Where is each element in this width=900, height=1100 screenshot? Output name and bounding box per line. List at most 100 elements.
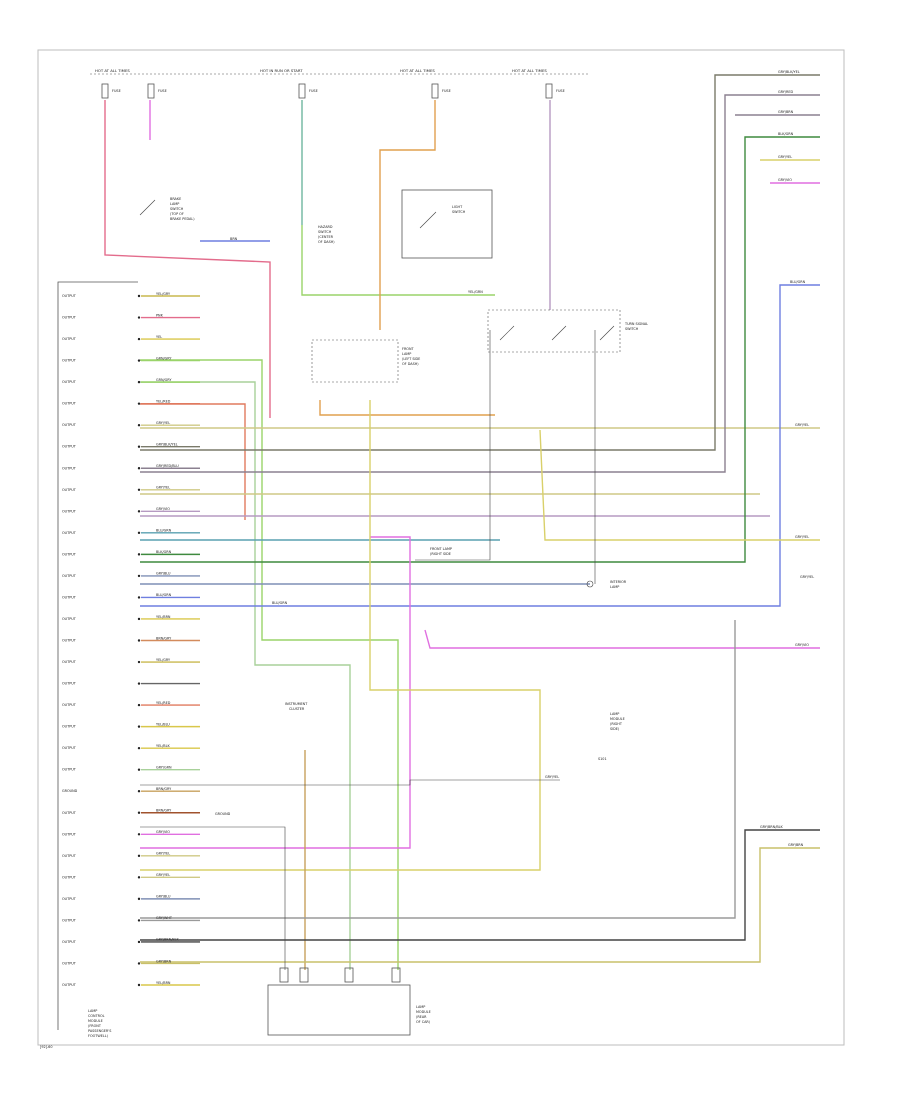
pin-dot [137, 596, 141, 599]
bottom-module-label-1: LAMP [416, 1005, 425, 1009]
pin-dot [137, 940, 141, 944]
pin-dot [137, 316, 141, 319]
wire-green-1 [140, 359, 399, 970]
pin-wire-code: YEL/BRN [156, 615, 171, 619]
pin-label: OUTPUT [62, 854, 77, 858]
pin-dot [137, 380, 141, 384]
splice-label: S101 [598, 757, 607, 761]
pin-wire-code: BLK/GRN [156, 550, 172, 554]
right-conn-3: GRY/BRN [778, 110, 794, 114]
wire-orange [379, 100, 436, 330]
wire-gray-row-2 [140, 94, 820, 473]
bottom-module-label-3: (REAR [416, 1015, 427, 1019]
fuse-2 [147, 83, 155, 99]
pin-wire-code: YEL/RED [156, 399, 171, 403]
pin-dot [137, 531, 141, 535]
pin-label: OUTPUT [62, 552, 77, 556]
pin-label: OUTPUT [62, 337, 77, 341]
pin-label: OUTPUT [62, 832, 77, 836]
fuse-label-1: FUSE [112, 89, 121, 93]
module-pin-row: OUTPUT [62, 682, 200, 686]
pin-label: OUTPUT [62, 746, 77, 750]
light-switch-label-2: SWITCH [452, 210, 466, 214]
module-name-4: (FRONT [88, 1024, 102, 1028]
right-conn-12: GRY/BRN/BLK [760, 825, 784, 829]
wire-pink [104, 100, 271, 418]
bottom-lamp-module: LAMP MODULE (REAR OF CAR) [267, 967, 431, 1036]
pin-label: OUTPUT [62, 703, 77, 707]
pin-dot [137, 833, 141, 836]
front-lamp-label-2: LAMP [402, 352, 411, 356]
pin-wire-code: YEL/BRN [156, 981, 171, 985]
pin-dot [137, 811, 141, 814]
brake-switch-label-2: LAMP [170, 202, 179, 206]
right-conn-11: GRY/YEL [800, 575, 814, 579]
module-name-2: CONTROL [88, 1014, 105, 1018]
pin-wire-code: GRY/WHT [156, 916, 173, 920]
pin-dot [137, 854, 141, 858]
pin-dot [137, 510, 141, 513]
right-module-label-3: (RIGHT [610, 722, 623, 726]
bottom-module-label-2: MODULE [416, 1010, 431, 1014]
pin-dot [137, 359, 141, 362]
right-module-label-2: MODULE [610, 717, 625, 721]
pin-dot [137, 703, 141, 707]
brake-switch-label-3: SWITCH [170, 207, 184, 211]
pin-label: OUTPUT [62, 423, 77, 427]
module-pins: OUTPUTYEL/GRYOUTPUTPNKOUTPUTYELOUTPUTGRN… [62, 292, 200, 987]
right-connectors: GRY/BLK/YEL GRY/RED GRY/BRN BLK/GRN GRY/… [760, 70, 814, 847]
pin-dot [137, 553, 141, 556]
light-switch: LIGHT SWITCH [401, 189, 493, 259]
fuse-5 [545, 83, 553, 99]
wire-yellow-bottom [140, 847, 820, 963]
module-pin-row: OUTPUT BLK/GRN [62, 550, 200, 556]
header-hot-2: HOT IN RUN OR START [260, 68, 303, 73]
wire-label-blu-grn: BLU/GRN [272, 601, 288, 605]
pin-wire-code: BRN/GRY [156, 636, 172, 640]
front-lamp-label-4: OF DASH) [402, 362, 419, 366]
pin-label: OUTPUT [62, 639, 77, 643]
pin-wire-code: GRY/GRN [156, 765, 172, 769]
module-pin-row: OUTPUT BRN/GRY [62, 636, 200, 643]
pin-dot [137, 337, 141, 341]
pin-wire-code: GRN/GRY [156, 378, 172, 382]
pin-label: OUTPUT [62, 660, 77, 664]
wire-magenta-row [140, 536, 411, 849]
pin-dot [137, 983, 141, 987]
pin-dot [137, 660, 141, 664]
module-name-1: LAMP [88, 1009, 97, 1013]
header-hot-1: HOT AT ALL TIMES [95, 68, 130, 73]
pin-dot [137, 682, 141, 685]
pin-wire-code: GRY/YEL [156, 873, 170, 877]
pin-wire-code: BLU/GRN [156, 593, 172, 597]
hazard-label-4: OF DASH) [318, 240, 335, 244]
front-lamp-label-1: FRONT [402, 347, 415, 351]
pin-dot [137, 790, 141, 793]
pin-label: OUTPUT [62, 316, 77, 320]
right-conn-13: GRY/BRN [788, 843, 804, 847]
thin-line-1 [415, 330, 491, 561]
thin-line-3 [140, 779, 560, 786]
front-lamp-left: FRONT LAMP (LEFT SIDE OF DASH) [311, 339, 420, 383]
fuse-group: FUSE FUSE FUSE FUSE FUSE [101, 83, 565, 99]
right-conn-7: BLU/GRN [790, 280, 806, 284]
wire-label-yel-grn: YEL/GRN [468, 290, 483, 294]
module-name-5: PASSENGER'S [88, 1029, 111, 1033]
wire-magenta-right [424, 629, 820, 649]
wire-routes [104, 74, 820, 970]
right-conn-10: GRY/VIO [795, 643, 809, 647]
turn-arm-3 [599, 325, 615, 341]
